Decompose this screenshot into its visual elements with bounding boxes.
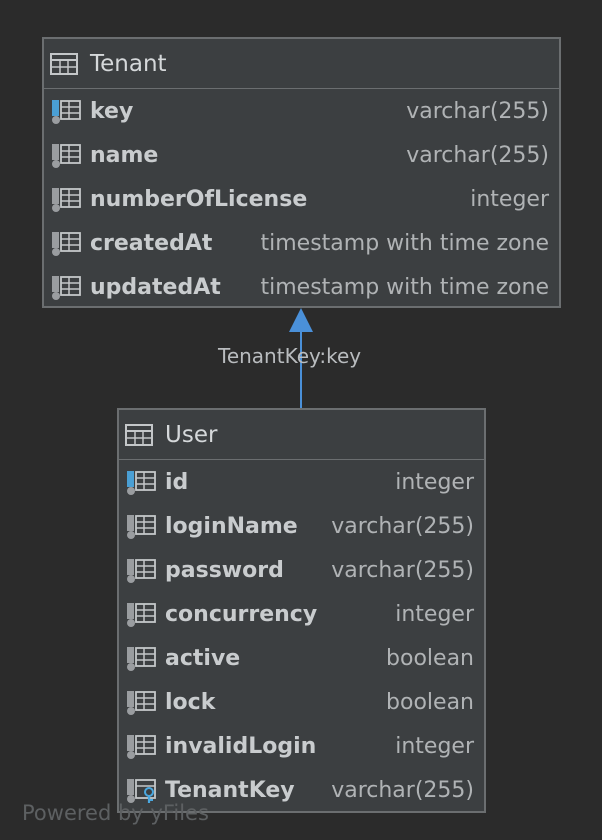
column-row[interactable]: lock boolean (119, 680, 484, 724)
column-name: updatedAt (90, 274, 221, 300)
table-tenant[interactable]: Tenant key varchar(255) name varchar(255) nu… (42, 37, 561, 308)
table-header: Tenant (44, 39, 559, 89)
column-icon (127, 515, 157, 539)
edge-label: TenantKey:key (218, 344, 362, 368)
column-row[interactable]: id integer (119, 460, 484, 504)
column-icon (127, 691, 157, 715)
column-name: name (90, 142, 159, 168)
column-row[interactable]: active boolean (119, 636, 484, 680)
column-row[interactable]: loginName varchar(255) (119, 504, 484, 548)
column-row[interactable]: TenantKey varchar(255) (119, 768, 484, 812)
column-name: invalidLogin (165, 733, 317, 759)
column-type: boolean (386, 689, 474, 715)
column-type: varchar(255) (331, 557, 474, 583)
column-icon (52, 188, 82, 212)
column-row[interactable]: updatedAt timestamp with time zone (44, 265, 559, 309)
column-type: integer (470, 186, 549, 212)
column-icon (52, 144, 82, 168)
column-type: varchar(255) (331, 777, 474, 803)
foreign-key-column-icon (127, 779, 157, 803)
table-header: User (119, 410, 484, 460)
column-row[interactable]: password varchar(255) (119, 548, 484, 592)
column-list: key varchar(255) name varchar(255) numberOfL… (44, 89, 559, 309)
column-type: timestamp with time zone (260, 230, 549, 256)
column-row[interactable]: invalidLogin integer (119, 724, 484, 768)
column-icon (127, 603, 157, 627)
watermark-text: Powered by yFiles (22, 801, 209, 825)
column-name: lock (165, 689, 216, 715)
column-icon (127, 647, 157, 671)
column-type: varchar(255) (406, 98, 549, 124)
table-title: User (165, 421, 218, 448)
primary-key-column-icon (52, 100, 82, 124)
primary-key-column-icon (127, 471, 157, 495)
column-row[interactable]: key varchar(255) (44, 89, 559, 133)
column-icon (127, 735, 157, 759)
column-type: varchar(255) (331, 513, 474, 539)
column-type: varchar(255) (406, 142, 549, 168)
column-name: active (165, 645, 241, 671)
column-name: id (165, 469, 189, 495)
column-name: password (165, 557, 284, 583)
edge-arrowhead-icon (289, 308, 313, 332)
table-title: Tenant (90, 50, 167, 77)
column-row[interactable]: name varchar(255) (44, 133, 559, 177)
column-name: loginName (165, 513, 298, 539)
column-type: integer (395, 601, 474, 627)
column-name: concurrency (165, 601, 318, 627)
column-row[interactable]: createdAt timestamp with time zone (44, 221, 559, 265)
table-icon (125, 423, 153, 446)
column-row[interactable]: numberOfLicense integer (44, 177, 559, 221)
column-type: timestamp with time zone (260, 274, 549, 300)
column-type: integer (395, 469, 474, 495)
column-icon (52, 276, 82, 300)
column-type: boolean (386, 645, 474, 671)
column-list: id integer loginName varchar(255) password va… (119, 460, 484, 812)
column-row[interactable]: concurrency integer (119, 592, 484, 636)
column-icon (52, 232, 82, 256)
column-name: key (90, 98, 134, 124)
table-icon (50, 52, 78, 75)
column-name: createdAt (90, 230, 213, 256)
column-name: TenantKey (165, 777, 295, 803)
column-type: integer (395, 733, 474, 759)
column-icon (127, 559, 157, 583)
column-name: numberOfLicense (90, 186, 308, 212)
